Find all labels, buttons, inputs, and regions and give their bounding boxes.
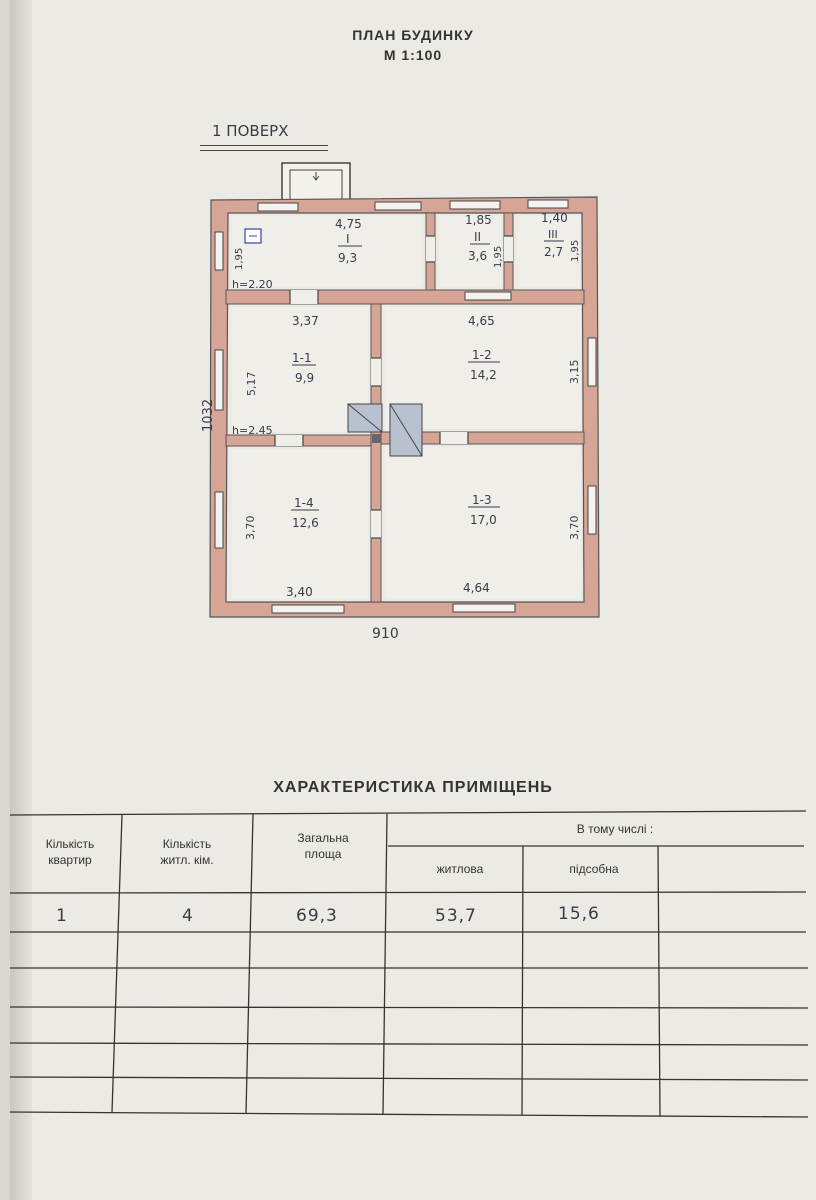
room-1-4-dim-bottom: 3,40	[286, 585, 313, 599]
room-1-4-area: 12,6	[292, 516, 319, 530]
room-III-dim-top: 1,40	[541, 211, 568, 225]
room-III-dim-side: 1,95	[570, 240, 581, 262]
floor-label: 1 ПОВЕРХ	[212, 122, 289, 140]
room-1-1-area: 9,9	[295, 371, 314, 385]
value-total-area: 69,3	[296, 906, 338, 926]
room-II-dim-side: 1,95	[493, 246, 504, 268]
room-1-4-id: 1-4	[294, 496, 314, 510]
room-1-1-id: 1-1	[292, 351, 312, 365]
page-edge-shadow	[10, 0, 32, 1200]
value-living-rooms: 4	[182, 906, 194, 926]
value-auxiliary-area: 15,6	[558, 904, 600, 924]
door-openings	[274, 235, 513, 539]
header-living-rooms: Кількість житл. кім.	[160, 837, 214, 867]
room-II-dim-top: 1,85	[465, 213, 492, 227]
room-I-dim-top: 4,75	[335, 217, 362, 231]
room-1-1-dim-top: 3,37	[292, 314, 319, 328]
entrance-porch	[281, 162, 351, 206]
height-label-middle: h=2.45	[232, 424, 273, 437]
room-II-area: 3,6	[468, 249, 487, 263]
value-living-area: 53,7	[435, 906, 477, 926]
room-1-3-id: 1-3	[472, 493, 492, 507]
room-label-bars	[291, 240, 564, 511]
stove-icon	[347, 403, 423, 457]
plan-title: ПЛАН БУДИНКУ	[352, 27, 474, 43]
room-1-3-dim-bottom: 4,64	[463, 581, 490, 595]
document-sheet: ПЛАН БУДИНКУ М 1:100 1 ПОВЕРХ	[10, 0, 816, 1200]
room-II-id: II	[474, 230, 481, 244]
windows	[214, 199, 597, 614]
room-III-area: 2,7	[544, 245, 563, 259]
header-total-area: Загальна площа	[297, 831, 349, 861]
boiler-icon	[244, 228, 262, 244]
room-1-4-dim-side: 3,70	[244, 516, 257, 541]
overall-depth: 1032	[201, 399, 216, 432]
room-III-id: III	[548, 228, 558, 241]
characteristics-title: ХАРАКТЕРИСТИКА ПРИМІЩЕНЬ	[273, 779, 553, 796]
room-1-1-dim-side: 5,17	[245, 372, 258, 397]
characteristics-table-grid	[10, 810, 809, 1118]
room-1-3-area: 17,0	[470, 513, 497, 527]
room-floors	[232, 216, 581, 599]
room-1-2-dim-top: 4,65	[468, 314, 495, 328]
value-apartments: 1	[56, 906, 68, 926]
header-living-area: житлова	[436, 862, 484, 876]
header-auxiliary-area: підсобна	[569, 862, 619, 876]
floor-plan: 4,75 I 9,3 1,95 1,85 II 3,6 1,95 1,40 II…	[201, 162, 600, 642]
room-1-2-area: 14,2	[470, 368, 497, 382]
room-1-3-dim-side: 3,70	[568, 516, 581, 541]
room-1-2-id: 1-2	[472, 348, 492, 362]
room-I-area: 9,3	[338, 251, 357, 265]
header-apartments: Кількість квартир	[45, 837, 95, 867]
room-I-id: I	[346, 232, 350, 246]
outer-walls	[209, 196, 600, 618]
room-I-dim-side: 1,95	[234, 248, 245, 270]
floor-label-underline	[200, 145, 328, 151]
overall-width: 910	[372, 626, 399, 642]
height-label-top: h=2.20	[232, 278, 273, 291]
room-1-2-dim-side: 3,15	[568, 360, 581, 385]
header-including: В тому числі :	[576, 822, 654, 836]
plan-scale: М 1:100	[383, 47, 443, 63]
